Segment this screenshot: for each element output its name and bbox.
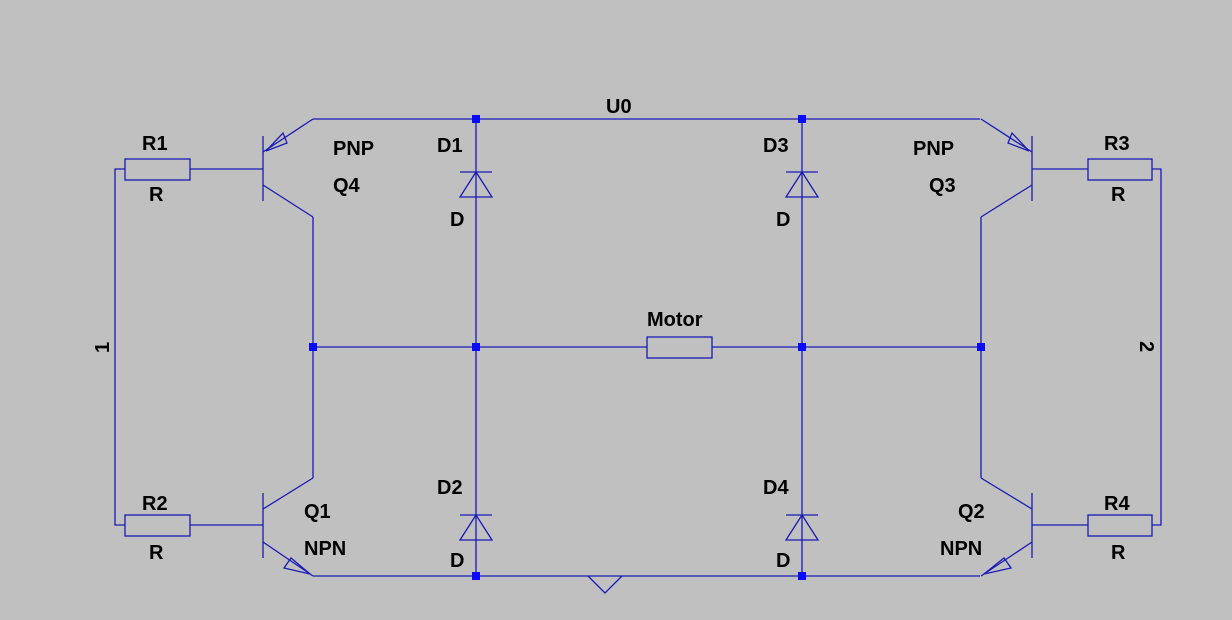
motor-label: Motor [647, 309, 703, 331]
junction-dot [309, 343, 317, 351]
junction-dot [472, 343, 480, 351]
diode-d3-value: D [776, 209, 790, 231]
resistor-r2-icon[interactable] [124, 514, 191, 537]
diode-d4-icon[interactable] [784, 513, 820, 541]
transistor-q1-icon[interactable] [262, 477, 314, 577]
labels: U0 R1 R R2 R R3 R R4 R PNP Q4 PNP Q3 Q1 … [92, 96, 1157, 572]
diode-d2-value: D [450, 550, 464, 572]
net2-wire[interactable] [1152, 168, 1162, 526]
diode-d1-name: D1 [437, 135, 463, 157]
diode-d4-value: D [776, 550, 790, 572]
motor-resistor-icon[interactable] [646, 336, 713, 359]
transistor-q3-name: Q3 [929, 175, 956, 197]
diode-d1-icon[interactable] [458, 170, 494, 198]
junction-dot [472, 572, 480, 580]
transistor-q1-type: NPN [304, 538, 346, 560]
resistor-r4-name: R4 [1104, 493, 1130, 515]
transistor-q1-name: Q1 [304, 501, 331, 523]
diode-d4-name: D4 [763, 477, 789, 499]
junction-dot [798, 115, 806, 123]
transistor-q4-type: PNP [333, 138, 374, 160]
transistor-q3-type: PNP [913, 138, 954, 160]
ground-icon[interactable] [587, 575, 623, 594]
junction-dot [977, 343, 985, 351]
junction-dot [798, 343, 806, 351]
diode-d2-icon[interactable] [458, 513, 494, 541]
net-label-2: 2 [1135, 341, 1157, 352]
net1-wire[interactable] [114, 168, 125, 526]
transistor-q2-type: NPN [940, 538, 982, 560]
transistor-q2-name: Q2 [958, 501, 985, 523]
resistor-r2-name: R2 [142, 493, 168, 515]
resistor-r1-value: R [149, 184, 164, 206]
resistor-r1-icon[interactable] [124, 158, 191, 181]
resistor-r3-value: R [1111, 184, 1126, 206]
transistor-q4-icon[interactable] [262, 118, 314, 218]
transistor-q2-icon[interactable] [980, 477, 1033, 577]
junctions [309, 115, 985, 580]
junction-dot [798, 572, 806, 580]
diode-d3-icon[interactable] [784, 170, 820, 198]
transistor-q3-icon[interactable] [980, 118, 1033, 218]
resistor-r2-value: R [149, 542, 164, 564]
resistor-r3-icon[interactable] [1087, 158, 1153, 181]
resistor-r3-name: R3 [1104, 133, 1130, 155]
diode-d1-value: D [450, 209, 464, 231]
resistor-r4-value: R [1111, 542, 1126, 564]
wires [114, 118, 1162, 577]
net-label-1: 1 [92, 342, 114, 353]
transistor-q4-name: Q4 [333, 175, 361, 197]
diode-d2-name: D2 [437, 477, 463, 499]
junction-dot [472, 115, 480, 123]
net-label-u0: U0 [606, 96, 632, 118]
resistor-r4-icon[interactable] [1087, 514, 1153, 537]
resistor-r1-name: R1 [142, 133, 168, 155]
diode-d3-name: D3 [763, 135, 789, 157]
